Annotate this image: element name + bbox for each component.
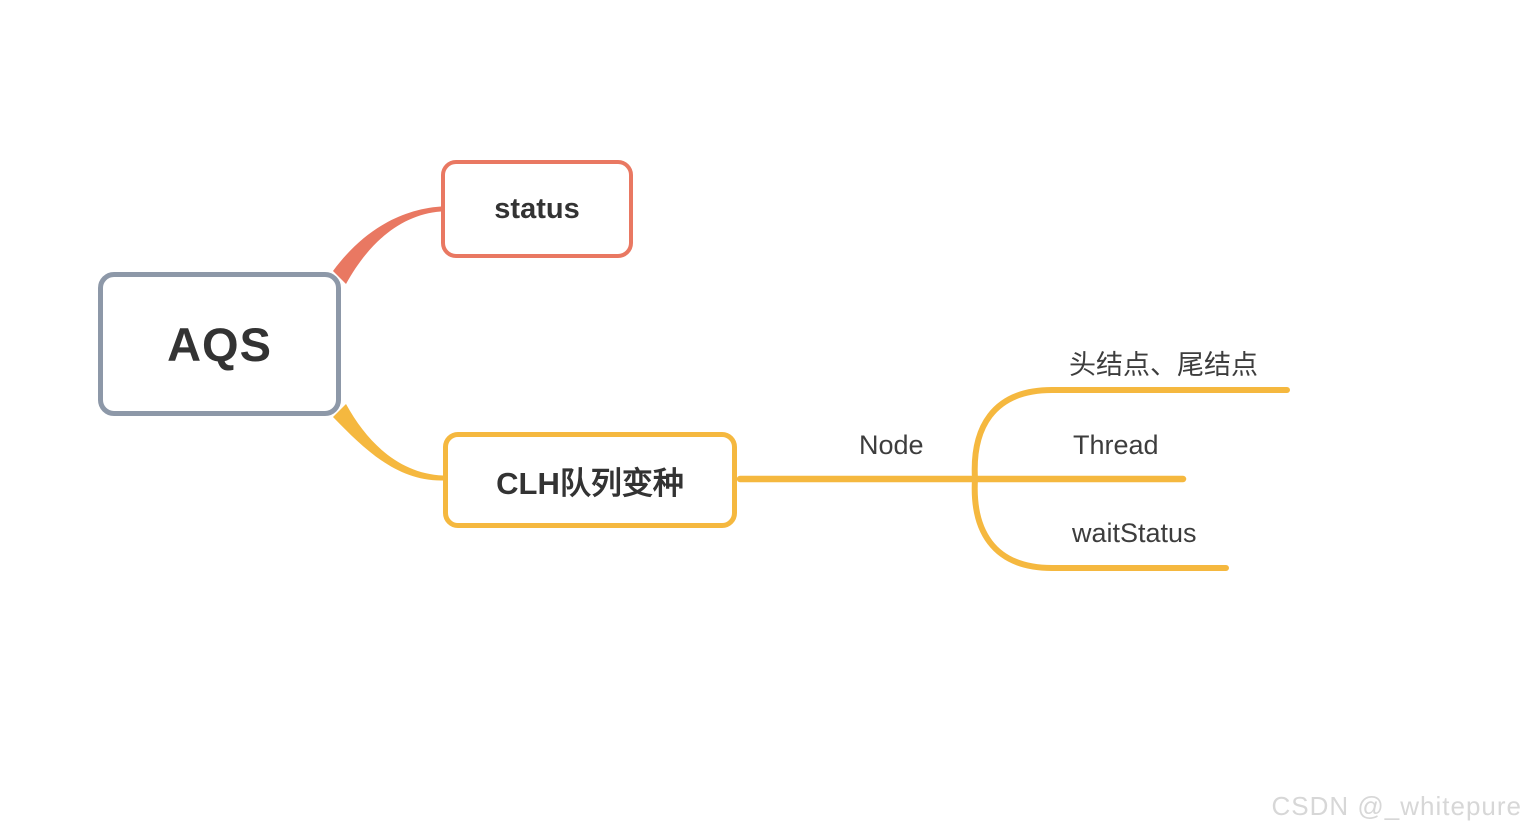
leaf-label-waitstatus[interactable]: waitStatus — [1072, 518, 1197, 548]
leaf-label-thread[interactable]: Thread — [1073, 430, 1159, 460]
watermark: CSDN @_whitepure — [1271, 791, 1522, 821]
root-node-label: AQS — [167, 317, 272, 371]
connector-root-to-clh — [333, 404, 443, 481]
connector-fork-top — [971, 387, 1290, 482]
connector-root-to-status — [333, 206, 441, 284]
leaf-label-head-tail-node[interactable]: 头结点、尾结点 — [1069, 350, 1258, 380]
status-node-label: status — [494, 192, 580, 225]
connector-fork-bottom — [971, 476, 1229, 571]
root-node-aqs[interactable]: AQS — [98, 272, 341, 416]
child-node-clh-queue[interactable]: CLH队列变种 — [443, 432, 737, 528]
clh-node-label: CLH队列变种 — [496, 465, 684, 501]
child-node-status[interactable]: status — [441, 160, 633, 258]
node-label-node[interactable]: Node — [859, 430, 924, 460]
